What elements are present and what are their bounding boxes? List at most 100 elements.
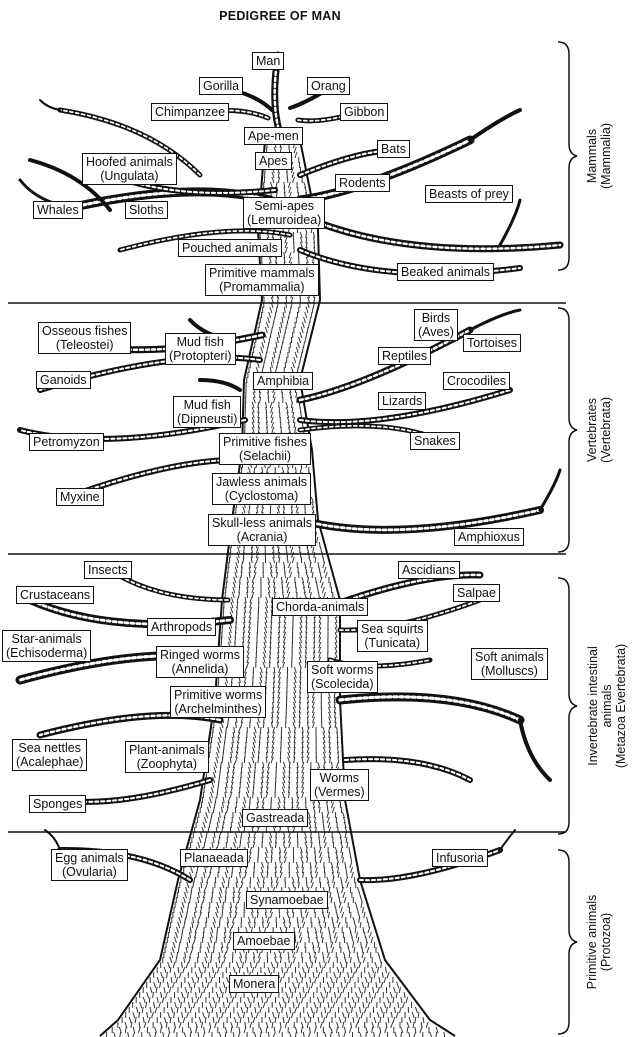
trunk-fiber	[204, 966, 207, 974]
trunk-fiber	[228, 631, 232, 639]
trunk-fiber	[251, 586, 255, 594]
trunk-fiber	[247, 641, 251, 649]
trunk-fiber	[232, 761, 236, 769]
trunk-fiber	[368, 931, 372, 939]
trunk-fiber	[365, 936, 368, 944]
trunk-fiber	[228, 626, 232, 634]
trunk-fiber	[380, 961, 383, 969]
label-line: Apes	[259, 154, 288, 168]
trunk-fiber	[349, 861, 353, 869]
trunk-fiber	[282, 766, 286, 774]
trunk-fiber	[318, 621, 322, 629]
trunk-fiber	[301, 766, 305, 774]
trunk-fiber	[373, 991, 377, 999]
branch	[498, 198, 522, 247]
trunk-fiber	[261, 801, 265, 809]
trunk-fiber	[311, 696, 315, 704]
trunk-fiber	[265, 676, 268, 684]
trunk-fiber	[218, 811, 221, 819]
trunk-fiber	[204, 866, 207, 874]
trunk-fiber	[200, 901, 204, 909]
trunk-fiber	[203, 871, 206, 879]
trunk-fiber	[293, 751, 296, 759]
trunk-fiber	[247, 1016, 250, 1024]
trunk-fiber	[292, 176, 296, 184]
label-line: Infusoria	[436, 851, 484, 865]
trunk-fiber	[293, 726, 296, 734]
trunk-fiber	[247, 771, 251, 779]
trunk-fiber	[364, 976, 368, 984]
trunk-fiber	[261, 506, 265, 514]
trunk-fiber	[303, 1016, 307, 1024]
trunk-fiber	[284, 246, 288, 254]
trunk-fiber	[265, 601, 269, 609]
trunk-fiber	[355, 931, 358, 939]
trunk-fiber	[304, 566, 308, 574]
trunk-fiber	[346, 881, 350, 889]
trunk-fiber	[337, 986, 340, 994]
trunk-fiber	[265, 1026, 268, 1034]
trunk-fiber	[277, 696, 281, 704]
trunk-fiber	[312, 971, 315, 979]
trunk-fiber	[224, 1006, 228, 1014]
trunk-fiber	[332, 981, 335, 989]
trunk-fiber	[248, 571, 251, 579]
trunk-fiber	[279, 951, 282, 959]
trunk-fiber	[304, 311, 308, 319]
trunk-fiber	[283, 856, 287, 864]
trunk-fiber	[366, 946, 370, 954]
trunk-fiber	[317, 916, 321, 924]
trunk-fiber	[312, 231, 315, 239]
trunk-fiber	[154, 1026, 157, 1034]
trunk-fiber	[276, 336, 279, 344]
trunk-fiber	[284, 236, 288, 244]
trunk-fiber	[290, 401, 293, 409]
label-line: Mud fish	[176, 335, 224, 349]
trunk-fiber	[341, 1011, 345, 1019]
trunk-fiber	[259, 396, 262, 404]
trunk-fiber	[261, 921, 264, 929]
trunk-fiber	[314, 976, 318, 984]
trunk-fiber	[261, 466, 264, 474]
trunk-fiber	[311, 506, 315, 514]
trunk-fiber	[314, 861, 318, 869]
trunk-fiber	[201, 1021, 203, 1029]
trunk-fiber	[231, 771, 235, 779]
trunk-fiber	[266, 996, 269, 1004]
trunk-fiber	[231, 916, 235, 924]
trunk-fiber	[231, 736, 234, 744]
trunk-fiber	[291, 796, 294, 804]
trunk-fiber	[236, 876, 238, 884]
trunk-fiber	[153, 981, 157, 989]
trunk-fiber	[186, 991, 189, 999]
trunk-fiber	[128, 1016, 132, 1024]
label-line: Ape-men	[248, 129, 299, 143]
trunk-fiber	[263, 636, 267, 644]
trunk-fiber	[228, 936, 232, 944]
trunk-fiber	[251, 756, 255, 764]
trunk-fiber	[319, 571, 322, 579]
trunk-fiber	[302, 586, 306, 594]
trunk-fiber	[283, 181, 286, 189]
trunk-fiber	[236, 601, 239, 609]
trunk-fiber	[278, 631, 280, 639]
trunk-fiber	[238, 586, 241, 594]
trunk-fiber	[281, 466, 285, 474]
trunk-fiber	[167, 1031, 171, 1037]
label-plant-animals: Plant-animals(Zoophyta)	[125, 741, 209, 773]
trunk-fiber	[385, 1006, 388, 1014]
trunk-fiber	[293, 691, 297, 699]
trunk-fiber	[366, 916, 369, 924]
trunk-fiber	[265, 1021, 269, 1029]
trunk-fiber	[278, 1001, 282, 1009]
label-line: Amphibia	[257, 374, 310, 388]
trunk-fiber	[435, 1031, 438, 1037]
trunk-fiber	[148, 1031, 152, 1037]
trunk-fiber	[300, 326, 304, 334]
trunk-fiber	[237, 891, 241, 899]
label-line: (Aves)	[418, 325, 454, 339]
trunk-fiber	[322, 736, 326, 744]
trunk-fiber	[302, 921, 306, 929]
trunk-fiber	[280, 321, 283, 329]
group-label-mammals: Mammals(Mammalia)	[585, 123, 613, 189]
